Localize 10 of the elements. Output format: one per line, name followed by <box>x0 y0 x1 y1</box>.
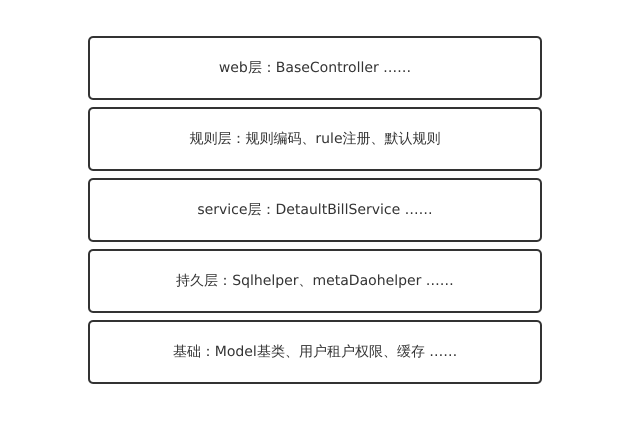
layer-box <box>88 36 542 100</box>
layer-box <box>88 178 542 242</box>
layer-label: 规则层：规则编码、rule注册、默认规则 <box>189 130 441 148</box>
layer-label: 持久层：Sqlhelper、metaDaohelper …… <box>176 272 454 290</box>
layer-label: web层：BaseController …… <box>218 59 412 77</box>
layer-label: 基础：Model基类、用户租户权限、缓存 …… <box>172 343 458 361</box>
layer-box <box>88 320 542 384</box>
layer-box <box>88 107 542 171</box>
layer-label: service层：DetaultBillService …… <box>197 201 433 219</box>
layer-box <box>88 249 542 313</box>
